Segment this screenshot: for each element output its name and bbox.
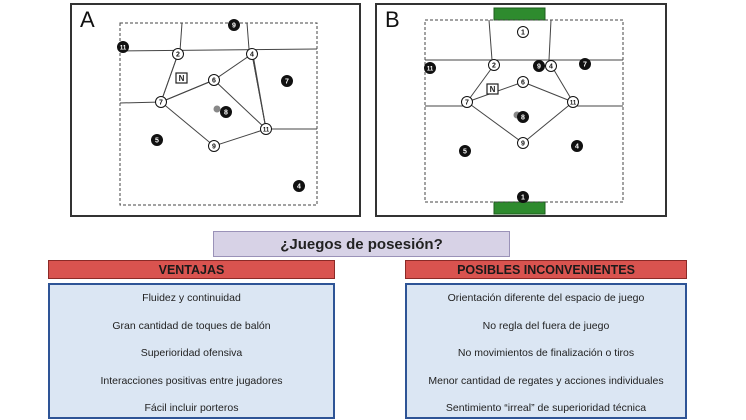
ventajas-item: Fácil incluir porteros xyxy=(144,402,239,414)
player-label: 7 xyxy=(465,100,469,107)
player-label: 9 xyxy=(521,141,525,148)
inconvenientes-item: No movimientos de finalización o tiros xyxy=(457,347,635,359)
player-marker-a-9: 11 xyxy=(117,41,129,53)
pitch-b: N 1 2 4 6 7 8 9 11 11 9 7 5 4 1 xyxy=(424,7,624,215)
neutral-label-b: N xyxy=(490,85,496,94)
player-label: 4 xyxy=(575,144,579,151)
player-marker-b-3: 6 xyxy=(517,76,529,88)
player-label: 11 xyxy=(427,67,434,73)
ventajas-item: Interacciones positivas entre jugadores xyxy=(100,375,283,387)
player-label: 9 xyxy=(537,64,541,71)
player-marker-a-4: 8 xyxy=(220,106,232,118)
player-label: 1 xyxy=(521,195,525,202)
player-marker-a-6: 11 xyxy=(260,123,272,135)
player-marker-b-10: 7 xyxy=(579,58,591,70)
player-label: 5 xyxy=(463,149,467,156)
player-marker-a-7: 5 xyxy=(151,134,163,146)
player-label: 9 xyxy=(232,23,236,30)
player-label: 7 xyxy=(285,79,289,86)
player-label: 9 xyxy=(212,144,216,151)
goal-bottom xyxy=(493,201,546,215)
ventajas-item: Fluidez y continuidad xyxy=(142,292,241,304)
inconvenientes-list: Orientación diferente del espacio de jue… xyxy=(405,283,687,419)
player-marker-a-11: 4 xyxy=(293,180,305,192)
player-marker-a-0: 2 xyxy=(172,48,184,60)
player-marker-a-8: 7 xyxy=(281,75,293,87)
ventajas-list: Fluidez y continuidad Gran cantidad de t… xyxy=(48,283,335,419)
player-label: 4 xyxy=(549,64,553,71)
player-marker-a-10: 9 xyxy=(228,19,240,31)
player-marker-a-1: 4 xyxy=(246,48,258,60)
player-label: 6 xyxy=(212,78,216,85)
player-label: 2 xyxy=(176,52,180,59)
field-boundary-b xyxy=(424,19,624,203)
inconvenientes-item: Orientación diferente del espacio de jue… xyxy=(447,292,645,304)
ventajas-header: VENTAJAS xyxy=(48,260,335,279)
player-label: 5 xyxy=(155,138,159,145)
player-marker-b-7: 11 xyxy=(567,96,579,108)
player-label: 6 xyxy=(521,80,525,87)
ventajas-item: Superioridad ofensiva xyxy=(140,347,243,359)
inconvenientes-header: POSIBLES INCONVENIENTES xyxy=(405,260,687,279)
player-marker-b-5: 8 xyxy=(517,111,529,123)
player-marker-b-11: 5 xyxy=(459,145,471,157)
inconvenientes-item: Sentimiento “irreal” de superioridad téc… xyxy=(445,402,647,414)
player-marker-b-12: 4 xyxy=(571,140,583,152)
panel-letter-a: A xyxy=(80,7,95,32)
player-marker-b-0: 1 xyxy=(517,26,529,38)
player-label: 11 xyxy=(263,128,270,134)
player-label: 11 xyxy=(120,46,127,52)
player-label: 8 xyxy=(521,115,525,122)
goal-top xyxy=(493,7,546,21)
player-marker-b-6: 9 xyxy=(517,137,529,149)
player-marker-a-3: 7 xyxy=(155,96,167,108)
player-label: 4 xyxy=(297,184,301,191)
player-marker-b-1: 2 xyxy=(488,59,500,71)
slide-title: ¿Juegos de posesión? xyxy=(213,231,510,257)
player-label: 11 xyxy=(570,101,577,107)
neutral-player-a xyxy=(175,72,188,84)
diagram-panel-a: A N 2 4 6 7 8 9 11 5 7 11 9 4 xyxy=(70,3,361,217)
player-label: 8 xyxy=(224,110,228,117)
panel-letter-b: B xyxy=(385,7,400,32)
inconvenientes-item: Menor cantidad de regates y acciones ind… xyxy=(428,375,664,387)
diagram-panel-b: B N 1 2 4 6 7 8 9 11 11 9 7 5 4 1 xyxy=(375,3,667,217)
neutral-label-a: N xyxy=(179,74,185,83)
player-marker-b-9: 9 xyxy=(533,60,545,72)
player-label: 4 xyxy=(250,52,254,59)
inconvenientes-item: No regla del fuera de juego xyxy=(482,320,610,332)
player-marker-b-4: 7 xyxy=(461,96,473,108)
player-marker-a-2: 6 xyxy=(208,74,220,86)
player-marker-b-13: 1 xyxy=(517,191,529,203)
neutral-player-b xyxy=(486,83,499,95)
player-label: 2 xyxy=(492,63,496,70)
player-label: 7 xyxy=(583,62,587,69)
player-label: 7 xyxy=(159,100,163,107)
pitch-a: N 2 4 6 7 8 9 11 5 7 11 9 4 xyxy=(117,19,318,206)
field-boundary-a xyxy=(119,22,318,206)
ball-a xyxy=(213,105,221,113)
player-label: 1 xyxy=(521,30,525,37)
ventajas-item: Gran cantidad de toques de balón xyxy=(112,320,271,332)
player-marker-a-5: 9 xyxy=(208,140,220,152)
player-marker-b-2: 4 xyxy=(545,60,557,72)
possession-diamond-a xyxy=(160,53,267,147)
player-marker-b-8: 11 xyxy=(424,62,436,74)
